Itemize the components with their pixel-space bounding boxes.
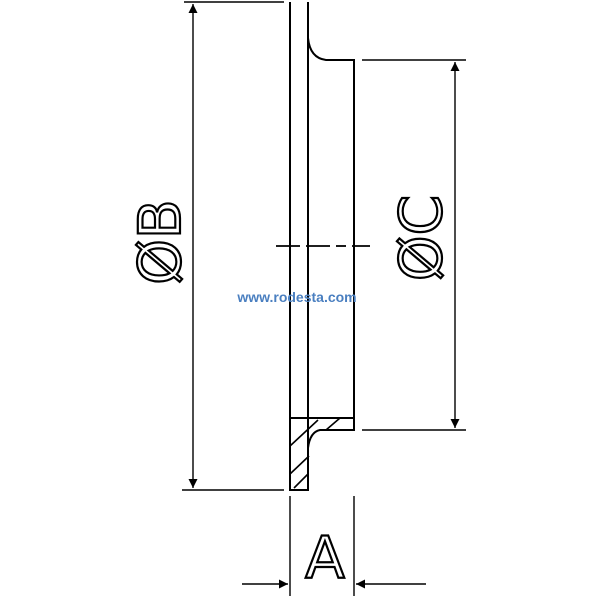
dimension-a-label: A [305,524,345,592]
dimension-c-label: ØC [387,195,455,281]
dimension-b-label: ØB [126,199,194,284]
section-hatching [289,417,341,489]
lower-ferrule-profile [290,417,355,449]
extension-lines [182,1,466,596]
upper-ferrule-profile [307,37,355,246]
dimension-lines [188,4,460,589]
watermark-text: www.rodesta.com [236,289,356,305]
